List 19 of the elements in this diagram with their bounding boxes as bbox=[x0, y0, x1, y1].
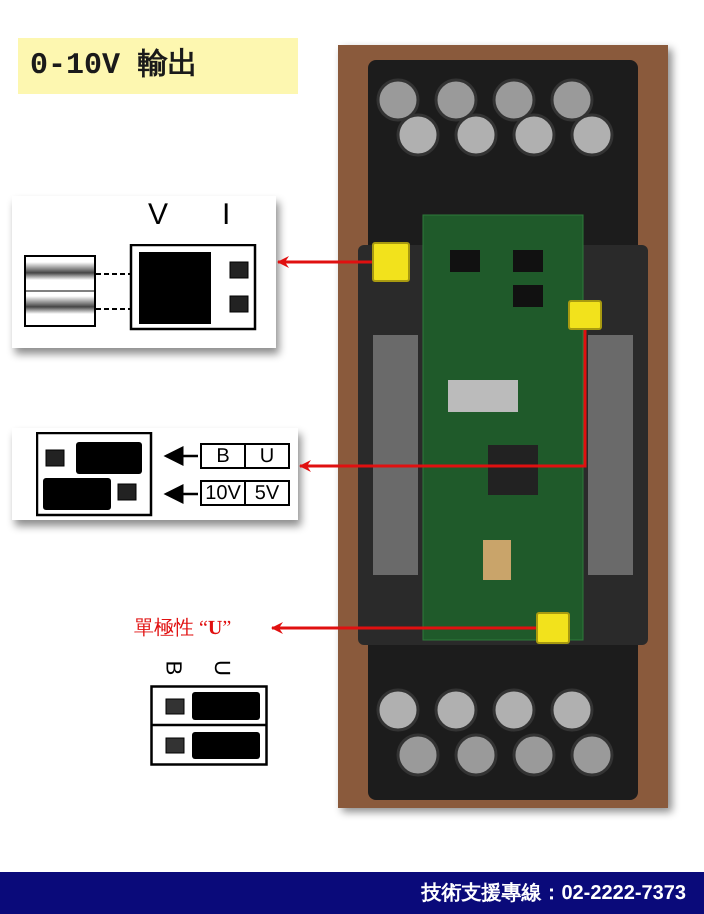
setting-label: B bbox=[200, 443, 246, 469]
title-banner: 0-10V 輸出 bbox=[18, 38, 298, 94]
setting-label: 10V bbox=[200, 480, 246, 506]
hotline-text: 技術支援專線：02-2222-7373 bbox=[421, 881, 686, 906]
arrow bbox=[277, 256, 372, 268]
callout-text: 單極性 “U” bbox=[134, 618, 232, 638]
arrow bbox=[299, 330, 586, 472]
arrow bbox=[271, 622, 536, 634]
diagram-card bbox=[12, 428, 298, 520]
position-letter: B bbox=[162, 660, 184, 676]
jumper-block bbox=[372, 242, 410, 282]
position-letter: V bbox=[148, 200, 168, 230]
jumper-block bbox=[536, 612, 570, 644]
setting-label: U bbox=[244, 443, 290, 469]
position-letter: I bbox=[222, 200, 230, 230]
jumper-block bbox=[568, 300, 602, 330]
setting-label: 5V bbox=[244, 480, 290, 506]
diagram-card bbox=[12, 196, 276, 348]
position-letter: U bbox=[210, 660, 233, 676]
